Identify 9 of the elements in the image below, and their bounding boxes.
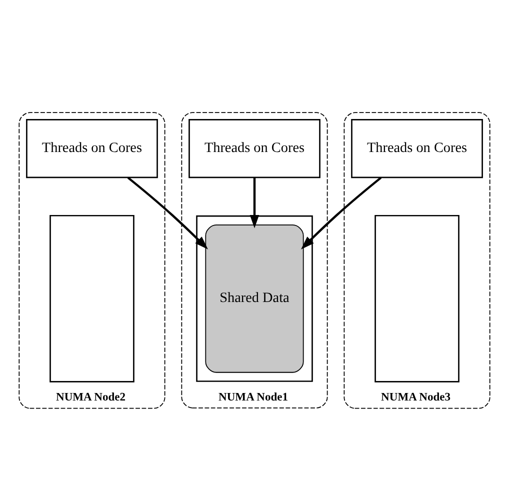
node-box (374, 214, 460, 382)
arrow (301, 176, 382, 250)
arrow (250, 178, 260, 228)
node-box: Threads on Cores (188, 119, 320, 178)
node-box (50, 214, 134, 382)
node-box: Shared Data (205, 224, 304, 373)
node-box: Threads on Cores (351, 119, 483, 178)
node-box: Threads on Cores (26, 119, 158, 178)
arrow (127, 176, 208, 250)
